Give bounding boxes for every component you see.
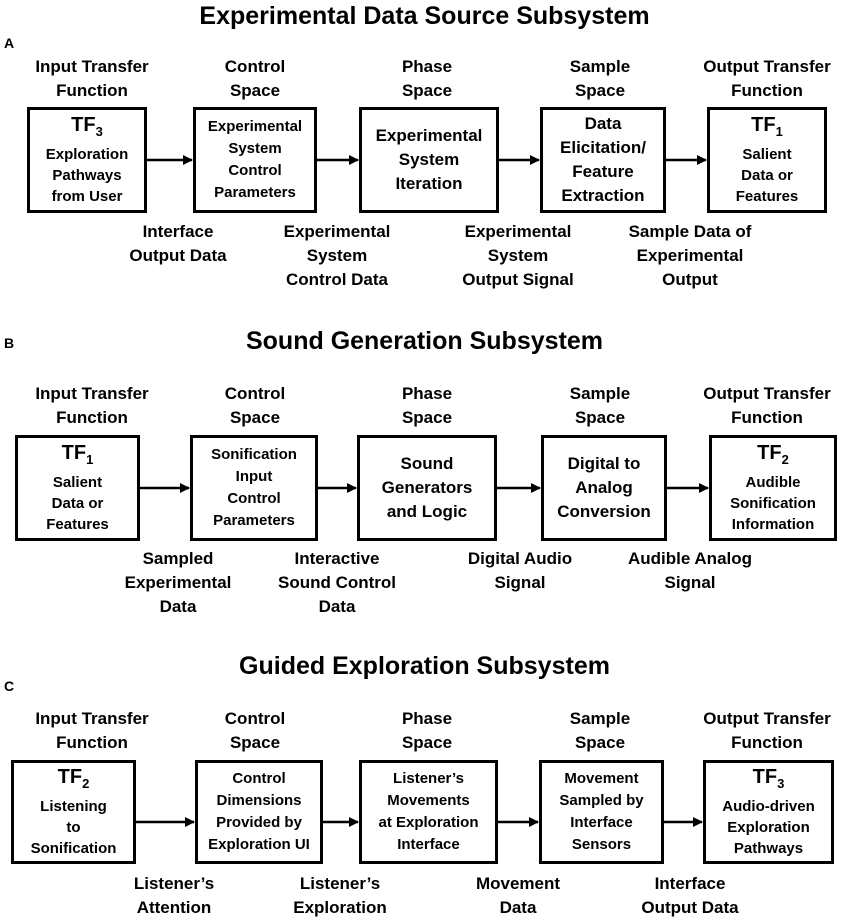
process-box: Experimental System Iteration	[359, 107, 499, 213]
signal-label: Interface Output Data	[641, 874, 739, 917]
signal-label: Digital Audio Signal	[467, 549, 573, 592]
stage-label: Sample Space	[569, 384, 631, 427]
tf-subscript: 1	[775, 124, 783, 139]
panel-title: Experimental Data Source Subsystem	[199, 2, 650, 30]
process-box: Sonification Input Control Parameters	[190, 435, 318, 541]
tf-symbol: TF	[757, 442, 782, 464]
stage-label: Input Transfer Function	[35, 57, 149, 100]
signal-label: Listener’s Exploration	[293, 874, 387, 917]
stage-label: Output Transfer Function	[703, 384, 831, 427]
tf-symbol: TF	[71, 114, 96, 136]
box-text: Salient Data or Features	[46, 474, 109, 533]
stage-label: Output Transfer Function	[703, 709, 831, 752]
stage-label: Control Space	[224, 384, 286, 427]
box-text: Salient Data or Features	[735, 146, 799, 205]
stage-label: Output Transfer Function	[703, 57, 831, 100]
signal-label: Experimental System Control Data	[283, 222, 391, 289]
tf-subscript: 1	[86, 452, 94, 467]
panel-title: Guided Exploration Subsystem	[239, 652, 610, 680]
process-box: Data Elicitation/ Feature Extraction	[540, 107, 666, 213]
tf-subscript: 3	[95, 124, 103, 139]
box-text: Exploration Pathways from User	[45, 146, 129, 205]
box-text: Digital to Analog Conversion	[557, 454, 651, 521]
signal-label: Interactive Sound Control Data	[277, 549, 397, 616]
transfer-function-label: TF3	[71, 113, 103, 144]
tf-symbol: TF	[61, 442, 87, 464]
box-text: Experimental System Control Parameters	[207, 118, 303, 201]
box-text: Listener’s Movements at Exploration Inte…	[378, 770, 479, 853]
signal-label: Sample Data of Experimental Output	[628, 222, 752, 289]
transfer-function-label: TF3	[753, 765, 785, 796]
box-text: Listening to Sonification	[30, 798, 117, 857]
process-box: Experimental System Control Parameters	[193, 107, 317, 213]
box-text: Control Dimensions Provided by Explorati…	[208, 770, 310, 853]
transfer-function-label: TF1	[751, 113, 783, 144]
process-box: Digital to Analog Conversion	[541, 435, 667, 541]
transfer-function-label: TF2	[757, 441, 789, 472]
signal-label: Listener’s Attention	[133, 874, 215, 917]
signal-label: Audible Analog Signal	[627, 549, 753, 592]
stage-label: Phase Space	[401, 57, 453, 100]
process-box: Control Dimensions Provided by Explorati…	[195, 760, 323, 864]
process-box: Sound Generators and Logic	[357, 435, 497, 541]
tf-subscript: 3	[777, 776, 785, 791]
box-text: Experimental System Iteration	[375, 126, 483, 193]
panel-letter: B	[4, 335, 15, 351]
box-text: Audible Sonification Information	[730, 474, 816, 533]
box-text: Sonification Input Control Parameters	[211, 446, 297, 529]
box-text: Sound Generators and Logic	[381, 454, 473, 521]
panel-letter: C	[4, 678, 15, 694]
stage-label: Sample Space	[569, 57, 631, 100]
stage-label: Phase Space	[401, 709, 453, 752]
tf-symbol: TF	[751, 114, 776, 136]
transfer-function-label: TF2	[58, 765, 90, 796]
tf-subscript: 2	[82, 776, 90, 791]
stage-label: Phase Space	[401, 384, 453, 427]
tf-subscript: 2	[781, 452, 789, 467]
process-box: Movement Sampled by Interface Sensors	[539, 760, 664, 864]
panel-title: Sound Generation Subsystem	[245, 327, 603, 355]
signal-label: Experimental System Output Signal	[462, 222, 574, 289]
transfer-function-label: TF1	[62, 441, 94, 472]
signal-label: Interface Output Data	[129, 222, 227, 265]
tf-symbol: TF	[57, 766, 83, 788]
box-text: Movement Sampled by Interface Sensors	[559, 770, 644, 853]
panel-letter: A	[4, 35, 15, 51]
signal-label: Sampled Experimental Data	[124, 549, 232, 616]
stage-label: Input Transfer Function	[35, 384, 149, 427]
tf-symbol: TF	[752, 766, 778, 788]
box-text: Data Elicitation/ Feature Extraction	[560, 114, 646, 205]
process-box: Listener’s Movements at Exploration Inte…	[359, 760, 498, 864]
stage-label: Sample Space	[569, 709, 631, 752]
stage-label: Control Space	[224, 709, 286, 752]
stage-label: Input Transfer Function	[35, 709, 149, 752]
signal-label: Movement Data	[475, 874, 561, 917]
stage-label: Control Space	[224, 57, 286, 100]
box-text: Audio-driven Exploration Pathways	[722, 798, 815, 857]
